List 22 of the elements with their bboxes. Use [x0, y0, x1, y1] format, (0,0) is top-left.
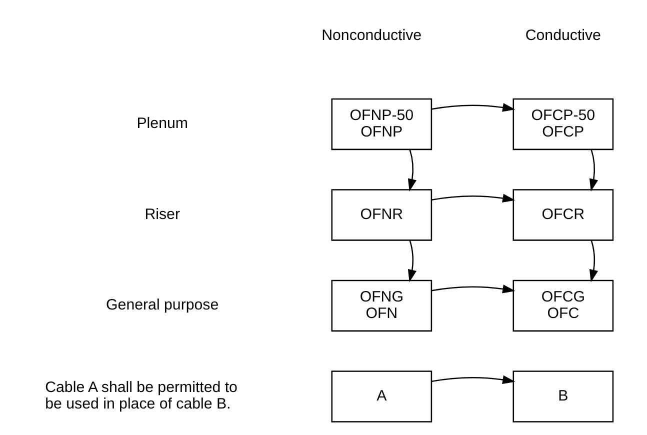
node-box: OFCR	[512, 189, 614, 241]
node-box: OFNR	[330, 189, 432, 241]
arrow	[431, 284, 515, 294]
node-box: OFCP-50 OFCP	[512, 98, 614, 150]
arrow	[431, 103, 515, 112]
arrow	[588, 149, 598, 192]
arrow	[588, 240, 598, 282]
arrow	[407, 149, 416, 192]
node-box: OFNP-50 OFNP	[330, 98, 432, 150]
arrow	[431, 194, 515, 203]
label: Conductive	[524, 26, 600, 44]
arrow	[407, 240, 416, 282]
label: Plenum	[136, 115, 188, 132]
label: Nonconductive	[321, 26, 422, 44]
label: Cable A shall be permitted to be used in place of cable B.	[44, 379, 237, 413]
label: General purpose	[106, 296, 218, 314]
arrow	[431, 375, 515, 384]
node-box: B	[512, 370, 614, 422]
label: Riser	[144, 206, 180, 223]
node-box: OFCG OFC	[512, 280, 614, 332]
node-box: A	[330, 370, 432, 422]
node-box: OFNG OFN	[330, 280, 432, 332]
